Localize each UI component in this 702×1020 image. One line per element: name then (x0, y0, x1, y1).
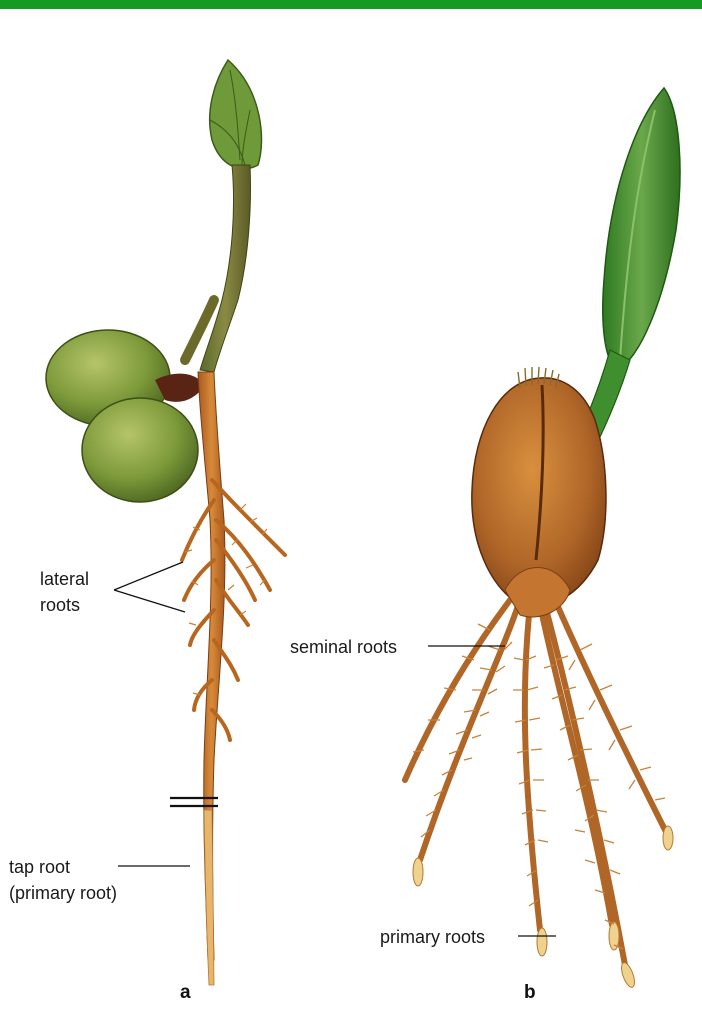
monocot-seedling (405, 88, 680, 989)
tap-root-label-line1: tap root (9, 856, 70, 878)
lateral-roots-label-line1: lateral (40, 568, 89, 590)
panel-a-letter: a (180, 982, 191, 1004)
primary-roots-label: primary roots (380, 926, 485, 948)
panel-a-leader-lines (114, 562, 190, 866)
dicot-seedling (46, 60, 285, 985)
stem (200, 165, 251, 372)
cotyledon-lower (82, 398, 198, 502)
leaf (603, 88, 680, 370)
lateral-roots (182, 480, 285, 740)
primary-roots (405, 600, 665, 965)
lateral-roots-label-line2: roots (40, 594, 80, 616)
shoot-bud (210, 60, 262, 169)
seminal-roots-label: seminal roots (290, 636, 397, 658)
panel-b-letter: b (524, 982, 536, 1004)
tap-root-label-line2: (primary root) (9, 882, 117, 904)
